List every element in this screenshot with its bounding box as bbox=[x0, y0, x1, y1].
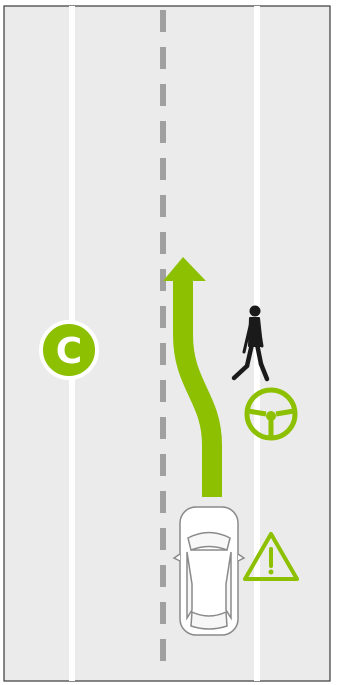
badge-letter: C bbox=[56, 331, 82, 372]
car-top-view-icon bbox=[174, 507, 244, 635]
letter-c-badge: C bbox=[41, 322, 97, 378]
